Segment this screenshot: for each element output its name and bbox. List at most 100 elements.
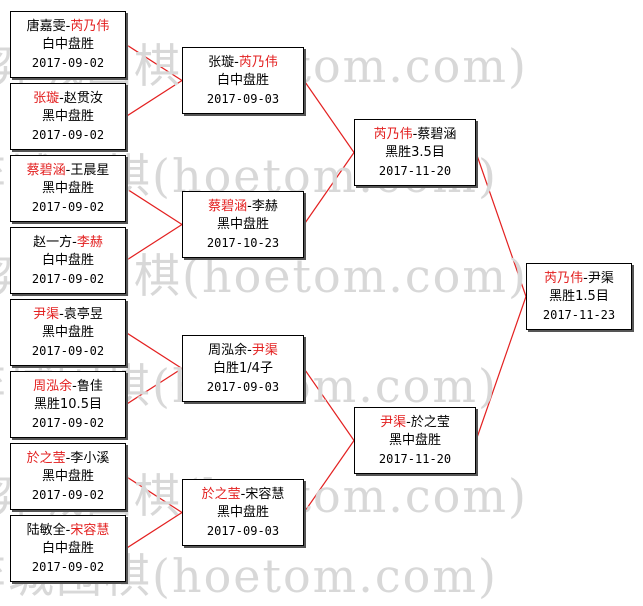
player-name: 鲁佳 bbox=[76, 378, 103, 394]
player-name: 於之莹 bbox=[410, 414, 450, 430]
players-line: 尹渠-袁亭昱 bbox=[33, 306, 103, 324]
result-text: 黑中盘胜 bbox=[216, 504, 269, 520]
bracket-connectors bbox=[125, 43, 527, 550]
winner-name: 李赫 bbox=[76, 234, 103, 250]
result-text: 白中盘胜 bbox=[41, 252, 94, 268]
result-text: 黑中盘胜 bbox=[41, 324, 94, 340]
winner-name: 芮乃伟 bbox=[544, 270, 584, 286]
match-date: 2017-09-02 bbox=[31, 343, 105, 358]
result-text: 黑胜10.5目 bbox=[34, 396, 102, 412]
separator: - bbox=[412, 126, 418, 142]
bracket-connector-line bbox=[475, 296, 527, 441]
match-date: 2017-09-02 bbox=[31, 559, 105, 574]
winner-name: 尹渠 bbox=[380, 414, 407, 430]
player-name: 唐嘉雯 bbox=[26, 18, 66, 34]
match-date: 2017-09-03 bbox=[206, 91, 280, 106]
match-date: 2017-09-02 bbox=[31, 487, 105, 502]
bracket-connector-line bbox=[125, 43, 183, 82]
match-date: 2017-11-20 bbox=[378, 163, 452, 178]
player-name: 尹渠 bbox=[587, 270, 614, 286]
result-text: 白中盘胜 bbox=[41, 540, 94, 556]
players-line: 唐嘉雯-芮乃伟 bbox=[27, 18, 110, 36]
separator: - bbox=[583, 270, 588, 286]
match-date: 2017-09-03 bbox=[206, 379, 280, 394]
result-text: 白中盘胜 bbox=[216, 72, 269, 88]
bracket-connector-line bbox=[303, 368, 355, 441]
separator: - bbox=[59, 306, 64, 322]
players-line: 陆敏全-宋容慧 bbox=[27, 522, 110, 540]
winner-name: 芮乃伟 bbox=[373, 126, 413, 142]
separator: - bbox=[406, 414, 411, 430]
match-date: 2017-11-20 bbox=[378, 451, 452, 466]
result-text: 黑中盘胜 bbox=[41, 468, 94, 484]
player-name: 王晨星 bbox=[70, 162, 110, 178]
player-name: 陆敏全 bbox=[26, 522, 66, 538]
players-line: 於之莹-李小溪 bbox=[27, 450, 110, 468]
result-text: 黑中盘胜 bbox=[41, 108, 94, 124]
separator: - bbox=[65, 18, 71, 34]
separator: - bbox=[247, 342, 252, 358]
separator: - bbox=[65, 162, 71, 178]
winner-name: 周泓余 bbox=[33, 378, 73, 394]
bracket-connector-line bbox=[125, 223, 183, 262]
player-name: 袁亭昱 bbox=[63, 306, 103, 322]
match-date: 2017-09-02 bbox=[31, 415, 105, 430]
bracket-connector-line bbox=[125, 475, 183, 514]
winner-name: 芮乃伟 bbox=[238, 54, 278, 70]
player-name: 赵一方 bbox=[33, 234, 73, 250]
bracket-connector-line bbox=[125, 79, 183, 118]
separator: - bbox=[59, 90, 64, 106]
separator: - bbox=[234, 54, 239, 70]
players-line: 芮乃伟-尹渠 bbox=[544, 270, 614, 288]
winner-name: 宋容慧 bbox=[70, 522, 110, 538]
winner-name: 蔡碧涵 bbox=[208, 198, 248, 214]
separator: - bbox=[65, 450, 71, 466]
bracket-connector-line bbox=[303, 152, 355, 225]
bracket-connector-line bbox=[125, 331, 183, 370]
players-line: 赵一方-李赫 bbox=[33, 234, 103, 252]
match-date: 2017-09-02 bbox=[31, 271, 105, 286]
match-date: 2017-09-02 bbox=[31, 199, 105, 214]
players-line: 於之莹-宋容慧 bbox=[202, 486, 285, 504]
players-line: 蔡碧涵-李赫 bbox=[208, 198, 278, 216]
semifinal-match: 尹渠-於之莹黑中盘胜 2017-11-20 bbox=[354, 407, 476, 474]
bracket-connector-line bbox=[125, 367, 183, 406]
match-date: 2017-09-03 bbox=[206, 523, 280, 538]
bracket-connector-line bbox=[125, 511, 183, 550]
player-name: 张璇 bbox=[208, 54, 235, 70]
separator: - bbox=[247, 198, 252, 214]
result-text: 黑中盘胜 bbox=[388, 432, 441, 448]
player-name: 宋容慧 bbox=[245, 486, 285, 502]
bracket-connector-line bbox=[303, 80, 355, 153]
result-text: 黑中盘胜 bbox=[41, 180, 94, 196]
player-name: 李小溪 bbox=[70, 450, 110, 466]
match-date: 2017-10-23 bbox=[206, 235, 280, 250]
players-line: 周泓余-鲁佳 bbox=[33, 378, 103, 396]
player-name: 周泓余 bbox=[208, 342, 248, 358]
separator: - bbox=[72, 234, 77, 250]
winner-name: 尹渠 bbox=[33, 306, 60, 322]
winner-name: 於之莹 bbox=[26, 450, 66, 466]
players-line: 张璇-赵贯汝 bbox=[33, 90, 103, 108]
bracket-connector-line bbox=[303, 440, 355, 513]
separator: - bbox=[72, 378, 77, 394]
result-text: 白中盘胜 bbox=[41, 36, 94, 52]
winner-name: 尹渠 bbox=[251, 342, 278, 358]
round2-match: 张璇-芮乃伟白中盘胜 2017-09-03 bbox=[182, 47, 304, 114]
bracket-connector-line bbox=[475, 152, 527, 297]
winner-name: 芮乃伟 bbox=[70, 18, 110, 34]
players-line: 芮乃伟-蔡碧涵 bbox=[374, 126, 457, 144]
result-text: 黑胜1.5目 bbox=[549, 288, 609, 304]
player-name: 李赫 bbox=[251, 198, 278, 214]
round2-match: 於之莹-宋容慧黑中盘胜 2017-09-03 bbox=[182, 479, 304, 546]
